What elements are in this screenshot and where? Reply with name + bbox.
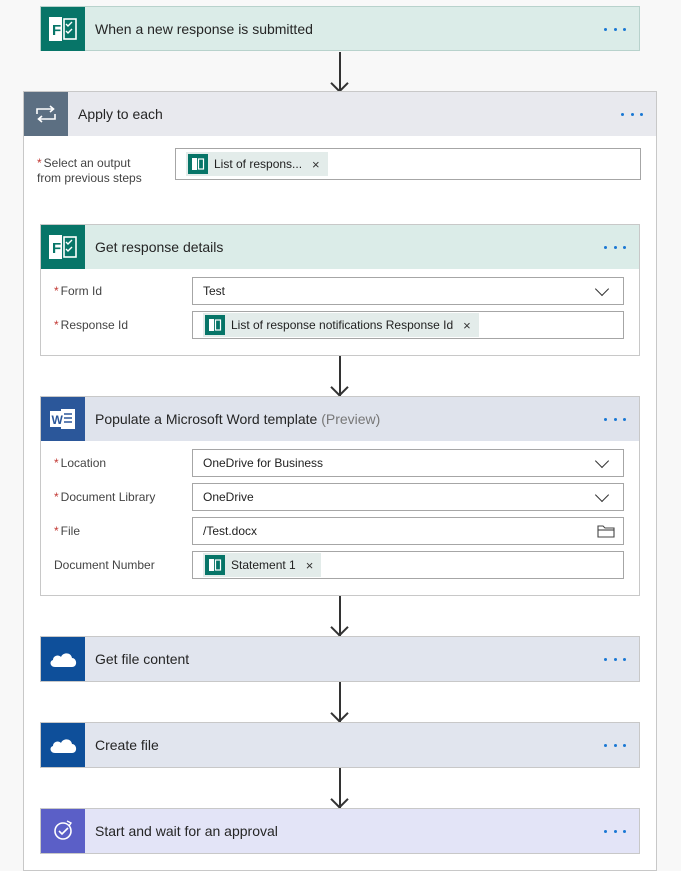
loop-icon [24, 92, 68, 136]
file-label: *File [54, 524, 81, 538]
word-template-title: Populate a Microsoft Word template (Prev… [95, 397, 380, 441]
token-list-of-responses: List of respons... × [186, 152, 328, 176]
word-icon: W [41, 397, 85, 441]
folder-icon[interactable] [597, 524, 615, 541]
approval-card[interactable]: Start and wait for an approval [40, 808, 640, 854]
token-remove-icon[interactable]: × [312, 156, 320, 172]
approval-more-icon[interactable] [601, 817, 629, 845]
chevron-down-icon[interactable] [594, 281, 610, 297]
get-file-content-title: Get file content [95, 651, 190, 667]
svg-text:F: F [52, 22, 61, 39]
connector-arrow [330, 356, 350, 397]
create-file-title: Create file [95, 737, 159, 753]
token-remove-icon[interactable]: × [463, 317, 471, 333]
document-number-label: Document Number [54, 558, 155, 572]
location-value: OneDrive for Business [203, 456, 324, 470]
token-response-id: List of response notifications Response … [203, 313, 479, 337]
file-picker-field[interactable]: /Test.docx [192, 517, 624, 545]
word-template-title-text: Populate a Microsoft Word template [95, 411, 318, 427]
document-library-value: OneDrive [203, 490, 254, 504]
word-template-header[interactable]: W Populate a Microsoft Word template (Pr… [41, 397, 639, 441]
apply-to-each-header[interactable]: Apply to each [24, 92, 656, 136]
forms-token-icon [188, 154, 208, 174]
location-dropdown[interactable]: OneDrive for Business [192, 449, 624, 477]
document-number-field[interactable]: Statement 1 × [192, 551, 624, 579]
get-response-title: Get response details [95, 239, 224, 255]
apply-to-each-more-icon[interactable] [618, 100, 646, 128]
connector-arrow [330, 768, 350, 809]
document-library-dropdown[interactable]: OneDrive [192, 483, 624, 511]
forms-token-icon [205, 315, 225, 335]
svg-text:F: F [52, 240, 61, 257]
forms-token-icon [205, 555, 225, 575]
preview-tag: (Preview) [321, 411, 381, 427]
file-value: /Test.docx [203, 524, 258, 538]
forms-icon: F [41, 225, 85, 269]
token-label: Statement 1 [231, 558, 296, 572]
select-output-field[interactable]: List of respons... × [175, 148, 641, 180]
get-response-more-icon[interactable] [601, 233, 629, 261]
chevron-down-icon[interactable] [594, 453, 610, 469]
chevron-down-icon[interactable] [594, 487, 610, 503]
token-statement-1: Statement 1 × [203, 553, 322, 577]
create-file-card[interactable]: Create file [40, 722, 640, 768]
response-id-field[interactable]: List of response notifications Response … [192, 311, 624, 339]
trigger-more-icon[interactable] [601, 15, 629, 43]
approval-title: Start and wait for an approval [95, 823, 278, 839]
get-file-content-card[interactable]: Get file content [40, 636, 640, 682]
token-remove-icon[interactable]: × [305, 557, 314, 573]
form-id-dropdown[interactable]: Test [192, 277, 624, 305]
word-template-more-icon[interactable] [601, 405, 629, 433]
create-file-more-icon[interactable] [601, 731, 629, 759]
get-response-header[interactable]: F Get response details [41, 225, 639, 269]
connector-arrow [330, 596, 350, 637]
select-output-label: *Select an output from previous steps [37, 156, 142, 185]
get-file-content-more-icon[interactable] [601, 645, 629, 673]
token-label: List of response notifications Response … [231, 318, 454, 332]
approval-icon [41, 809, 85, 853]
onedrive-icon [41, 723, 85, 767]
forms-icon: F [41, 7, 85, 51]
form-id-value: Test [203, 284, 226, 298]
trigger-title: When a new response is submitted [95, 21, 313, 37]
location-label: *Location [54, 456, 107, 470]
token-label: List of respons... [214, 157, 303, 171]
onedrive-icon [41, 637, 85, 681]
connector-arrow [330, 52, 350, 93]
svg-text:W: W [52, 413, 64, 427]
connector-arrow [330, 682, 350, 723]
apply-to-each-title: Apply to each [78, 106, 163, 122]
form-id-label: *Form Id [54, 284, 103, 298]
response-id-label: *Response Id [54, 318, 129, 332]
trigger-card[interactable]: F When a new response is submitted [40, 6, 640, 51]
document-library-label: *Document Library [54, 490, 156, 504]
